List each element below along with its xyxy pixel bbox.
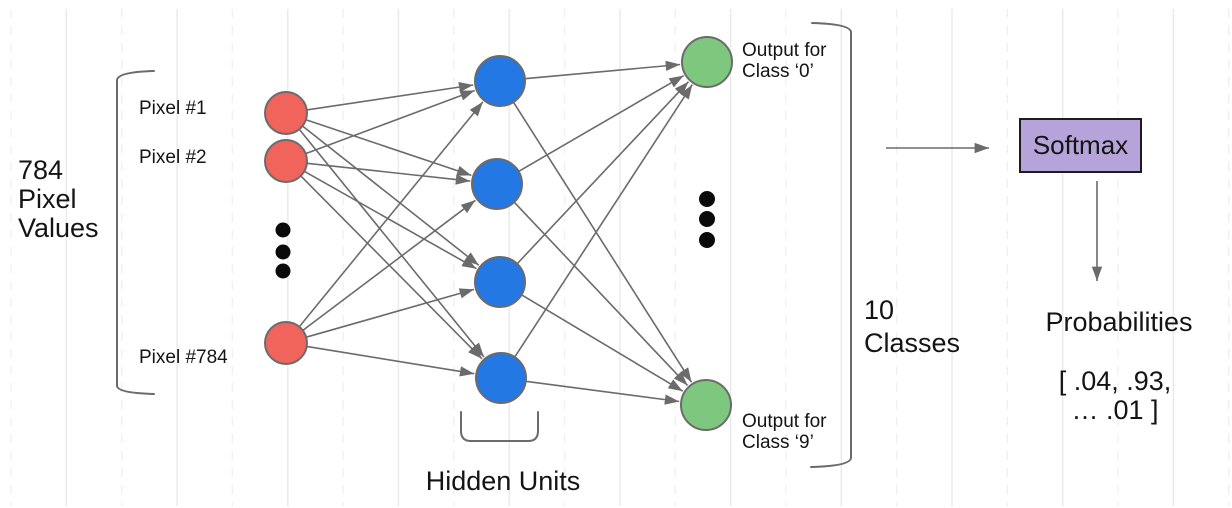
edge (306, 81, 474, 111)
input-node-pixel-1 (264, 91, 308, 135)
hidden-to-output-edges (512, 60, 693, 405)
input-ellipsis (275, 222, 291, 279)
input-node-label-pixel-1: Pixel #1 (139, 98, 207, 119)
edge (305, 118, 472, 177)
probabilities-vector: [ .04, .93, … .01 ] (1058, 366, 1172, 425)
softmax-box: Softmax (1019, 118, 1142, 173)
output-node-class-9 (680, 379, 732, 431)
edge (298, 101, 484, 328)
hidden-node-3 (474, 256, 526, 308)
edge (518, 74, 685, 173)
hidden-node-2 (471, 158, 523, 210)
input-node-label-pixel-2: Pixel #2 (139, 147, 207, 168)
hidden-node-1 (474, 55, 526, 107)
ellipsis-dot (699, 191, 715, 207)
edge (525, 380, 680, 405)
input-to-hidden-edges (298, 81, 485, 377)
ellipsis-dot (275, 222, 291, 238)
softmax-label: Softmax (1032, 130, 1129, 160)
edge (305, 89, 475, 155)
ellipsis-dot (275, 244, 291, 260)
edge (306, 162, 471, 185)
edge (306, 345, 475, 377)
ellipsis-dot (699, 232, 715, 248)
edge (513, 201, 689, 386)
input-nodes (264, 91, 308, 365)
output-label-class-9: Output for Class ‘9’ (742, 411, 827, 454)
output-nodes (680, 36, 733, 431)
probabilities-label: Probabilities (1045, 307, 1193, 337)
output-label-class-0: Output for Class ‘0’ (742, 40, 827, 83)
edge (303, 170, 477, 270)
edge (302, 199, 476, 332)
edge (302, 125, 480, 266)
edge (524, 60, 681, 80)
input-node-pixel-2 (264, 139, 308, 183)
edge (514, 84, 693, 358)
ellipsis-dot (699, 211, 715, 227)
output-node-class-0 (681, 36, 733, 88)
edge (521, 294, 684, 392)
input-bracket-label: 784 Pixel Values (18, 155, 99, 243)
input-bracket (116, 70, 155, 395)
output-bracket-label: 10 Classes (864, 295, 961, 358)
output-ellipsis (699, 191, 715, 248)
hidden-units-label: Hidden Units (425, 466, 581, 496)
input-node-label-pixel-784: Pixel #784 (139, 347, 228, 368)
edge (300, 175, 483, 360)
input-node-pixel-784 (264, 321, 308, 365)
hidden-units-bracket (460, 411, 539, 442)
edge (512, 101, 693, 383)
hidden-nodes (471, 55, 527, 404)
output-bracket (810, 22, 852, 468)
edge (305, 288, 475, 338)
edge (516, 81, 690, 265)
background-grid (10, 9, 1230, 506)
hidden-node-4 (475, 352, 527, 404)
ellipsis-dot (275, 263, 291, 279)
edge (298, 128, 485, 358)
